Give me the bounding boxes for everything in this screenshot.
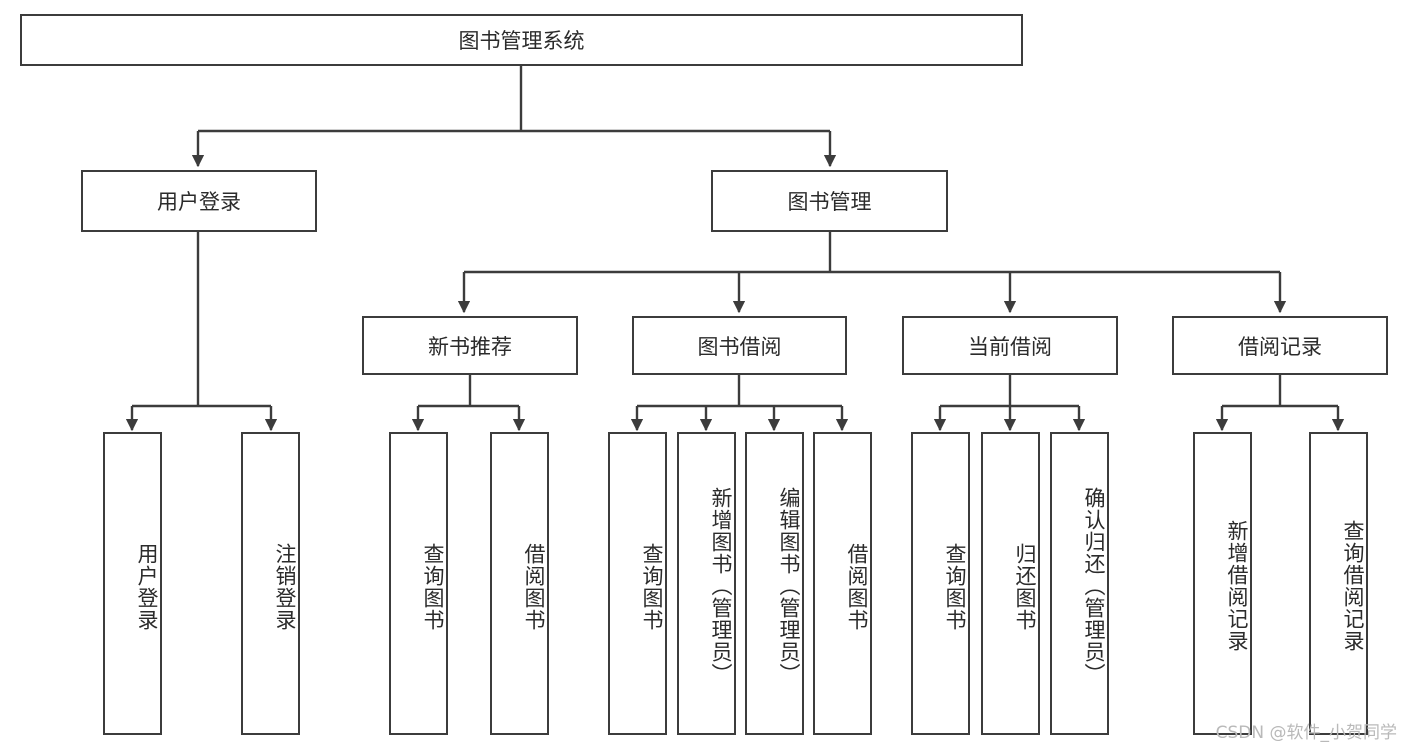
node-borrow-record-label: 借阅记录 — [1238, 334, 1322, 359]
node-borrow-record[interactable]: 借阅记录 — [1172, 316, 1388, 375]
leaf-user-login-login-label: 用户登录 — [135, 542, 159, 631]
node-root-label: 图书管理系统 — [458, 29, 585, 53]
leaf-current-borrow-confirm[interactable]: 确认归还（管理员） — [1050, 432, 1109, 735]
leaf-book-borrow-add-label: 新增图书（管理员） — [709, 486, 733, 685]
leaf-user-login-logout-label: 注销登录 — [273, 542, 297, 631]
leaf-borrow-record-query-label: 查询借阅记录 — [1341, 519, 1365, 652]
leaf-book-borrow-borrow[interactable]: 借阅图书 — [813, 432, 872, 735]
leaf-borrow-record-add-label: 新增借阅记录 — [1225, 519, 1249, 652]
leaf-borrow-record-add[interactable]: 新增借阅记录 — [1193, 432, 1252, 735]
leaf-current-borrow-query[interactable]: 查询图书 — [911, 432, 970, 735]
node-current-borrow[interactable]: 当前借阅 — [902, 316, 1118, 375]
node-book-borrow[interactable]: 图书借阅 — [632, 316, 847, 375]
node-book-management[interactable]: 图书管理 — [711, 170, 948, 232]
leaf-new-book-query-label: 查询图书 — [421, 542, 445, 631]
leaf-book-borrow-borrow-label: 借阅图书 — [845, 542, 869, 631]
leaf-book-borrow-query-label: 查询图书 — [640, 542, 664, 631]
leaf-current-borrow-return-label: 归还图书 — [1013, 542, 1037, 631]
node-current-borrow-label: 当前借阅 — [968, 334, 1052, 359]
leaf-user-login-login[interactable]: 用户登录 — [103, 432, 162, 735]
leaf-user-login-logout[interactable]: 注销登录 — [241, 432, 300, 735]
leaf-borrow-record-query[interactable]: 查询借阅记录 — [1309, 432, 1368, 735]
node-book-borrow-label: 图书借阅 — [697, 334, 782, 359]
node-user-login[interactable]: 用户登录 — [81, 170, 317, 232]
leaf-book-borrow-edit-label: 编辑图书（管理员） — [777, 486, 801, 685]
leaf-current-borrow-query-label: 查询图书 — [943, 542, 967, 631]
node-new-book-recommend-label: 新书推荐 — [428, 334, 512, 359]
leaf-book-borrow-add[interactable]: 新增图书（管理员） — [677, 432, 736, 735]
leaf-new-book-borrow-label: 借阅图书 — [522, 542, 546, 631]
node-book-management-label: 图书管理 — [787, 190, 872, 214]
node-new-book-recommend[interactable]: 新书推荐 — [362, 316, 578, 375]
leaf-current-borrow-return[interactable]: 归还图书 — [981, 432, 1040, 735]
node-root[interactable]: 图书管理系统 — [20, 14, 1023, 66]
leaf-book-borrow-query[interactable]: 查询图书 — [608, 432, 667, 735]
node-user-login-label: 用户登录 — [157, 190, 241, 214]
leaf-new-book-borrow[interactable]: 借阅图书 — [490, 432, 549, 735]
leaf-current-borrow-confirm-label: 确认归还（管理员） — [1082, 486, 1106, 685]
leaf-book-borrow-edit[interactable]: 编辑图书（管理员） — [745, 432, 804, 735]
leaf-new-book-query[interactable]: 查询图书 — [389, 432, 448, 735]
